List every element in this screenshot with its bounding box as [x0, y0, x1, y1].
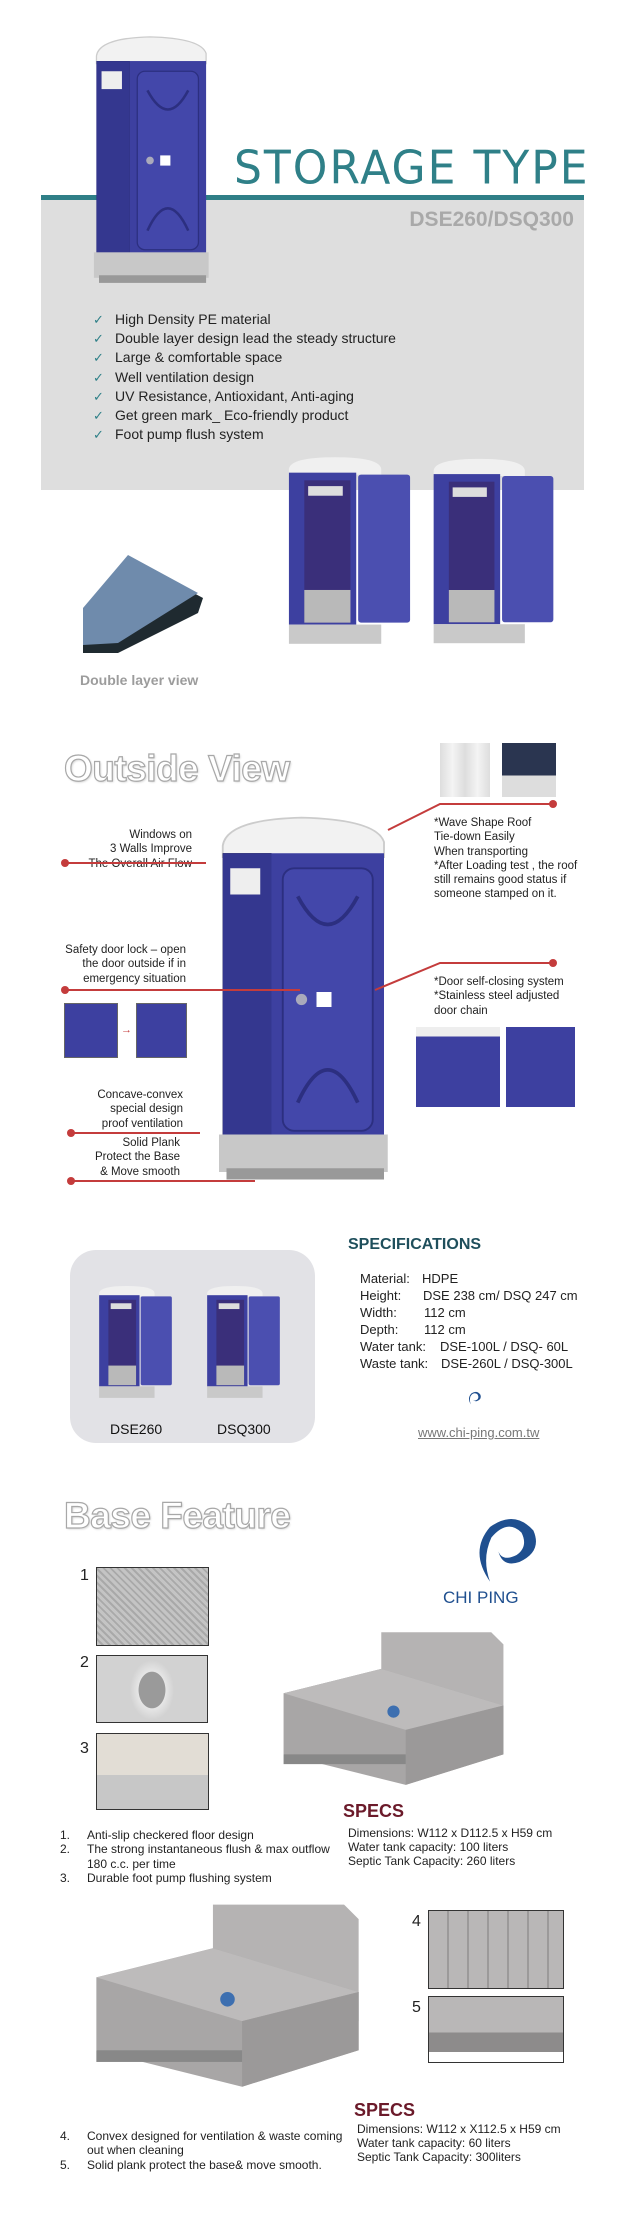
- divider-line: [41, 195, 584, 200]
- spec-row: Waste tank:DSE-260L / DSQ-300L: [360, 1356, 573, 1371]
- callout-arrow: [70, 1132, 200, 1134]
- brand-name: CHI PING: [443, 1588, 519, 1607]
- callout-arrow: [70, 1180, 255, 1182]
- solid-plank-image: [428, 1996, 564, 2063]
- double-layer-caption: Double layer view: [80, 672, 199, 688]
- foot-pump-image: [96, 1733, 209, 1810]
- check-icon: ✓: [93, 350, 104, 366]
- specs-heading: SPECS: [354, 2100, 416, 2120]
- specifications-heading: SPECIFICATIONS: [348, 1236, 482, 1253]
- feature-number: 3: [80, 1740, 89, 1757]
- callout-arrow: [64, 862, 206, 864]
- feature-item: ✓Well ventilation design: [93, 368, 396, 387]
- roof-load-test-image: [502, 743, 556, 797]
- feature-number: 5: [412, 1999, 421, 2016]
- feature-item: ✓Large & comfortable space: [93, 348, 396, 367]
- dsq-base-image: [80, 1890, 375, 2094]
- dse260-interior-image: [98, 1265, 173, 1420]
- roof-panel-image: [440, 743, 490, 797]
- feature-item: ✓Double layer design lead the steady str…: [93, 329, 396, 348]
- feature-number: 4: [412, 1913, 421, 1930]
- spec-row: Depth:112 cm: [360, 1322, 466, 1337]
- feature-item: ✓High Density PE material: [93, 310, 396, 329]
- spec-row: Height:DSE 238 cm/ DSQ 247 cm: [360, 1288, 578, 1303]
- base-feature-list: 4.Convex designed for ventilation & wast…: [60, 2129, 342, 2172]
- check-icon: ✓: [93, 427, 104, 443]
- portable-toilet-image: [78, 33, 222, 288]
- convex-vent-image: [428, 1910, 564, 1989]
- feature-item: ✓Foot pump flush system: [93, 425, 396, 444]
- list-item: 2.The strong instantaneous flush & max o…: [60, 1842, 330, 1857]
- door-open-image: [416, 1027, 500, 1107]
- list-item: 5.Solid plank protect the base& move smo…: [60, 2157, 322, 2172]
- double-layer-image: [83, 555, 203, 653]
- list-item: 3.Durable foot pump flushing system: [60, 1870, 272, 1885]
- spec-row: Material:HDPE: [360, 1271, 459, 1286]
- flush-bowl-image: [96, 1655, 208, 1723]
- check-icon: ✓: [93, 312, 104, 327]
- spec-row: Width:112 cm: [360, 1305, 466, 1320]
- door-note: *Door self-closing system*Stainless stee…: [434, 976, 564, 1017]
- check-icon: ✓: [93, 388, 104, 404]
- list-item: 180 c.c. per time: [87, 1856, 176, 1871]
- specs-heading: SPECS: [343, 1801, 405, 1821]
- specifications-table: Material:HDPE Height:DSE 238 cm/ DSQ 247…: [360, 1270, 578, 1372]
- door-chain-image: [506, 1027, 575, 1107]
- dse-base-image: [267, 1620, 520, 1791]
- feature-item: ✓Get green mark_ Eco-friendly product: [93, 406, 396, 425]
- check-icon: ✓: [93, 407, 104, 423]
- website-link[interactable]: www.chi-ping.com.tw: [418, 1425, 540, 1440]
- open-toilet-image: [430, 457, 557, 647]
- right-callout-arrows: [374, 800, 557, 991]
- arrow-right-icon: →: [121, 1024, 132, 1036]
- base-feature-heading: Base Feature: [63, 1494, 291, 1536]
- callout-arrow: [64, 989, 300, 991]
- list-item: out when cleaning: [87, 2143, 184, 2158]
- open-toilet-image: [287, 453, 412, 650]
- feature-number: 1: [80, 1567, 89, 1584]
- model-label: DSE260: [110, 1421, 163, 1437]
- model-number: DSE260/DSQ300: [409, 208, 574, 231]
- list-item: 1.Anti-slip checkered floor design: [60, 1828, 254, 1842]
- windows-note: Windows on3 Walls ImproveThe Overall Air…: [88, 829, 192, 870]
- list-item: 4.Convex designed for ventilation & wast…: [60, 2129, 343, 2143]
- feature-list: ✓High Density PE material ✓Double layer …: [93, 310, 396, 444]
- spec-row: Water tank:DSE-100L / DSQ- 60L: [360, 1339, 569, 1354]
- chi-ping-logo: [479, 1519, 536, 1582]
- page-title: STORAGE TYPE: [234, 141, 590, 196]
- checkered-floor-image: [96, 1567, 209, 1646]
- dsq300-interior-image: [206, 1265, 281, 1420]
- outside-view-heading: Outside View: [63, 747, 290, 789]
- model-label: DSQ300: [217, 1421, 271, 1437]
- feature-number: 2: [80, 1654, 89, 1671]
- check-icon: ✓: [93, 369, 104, 385]
- lock-closed-image: [64, 1003, 118, 1058]
- check-icon: ✓: [93, 331, 104, 347]
- feature-item: ✓UV Resistance, Antioxidant, Anti-aging: [93, 387, 396, 406]
- chi-ping-logo-small: [468, 1391, 481, 1405]
- base-feature-list: 1.Anti-slip checkered floor design 2.The…: [60, 1828, 330, 1885]
- lock-open-image: [136, 1003, 187, 1058]
